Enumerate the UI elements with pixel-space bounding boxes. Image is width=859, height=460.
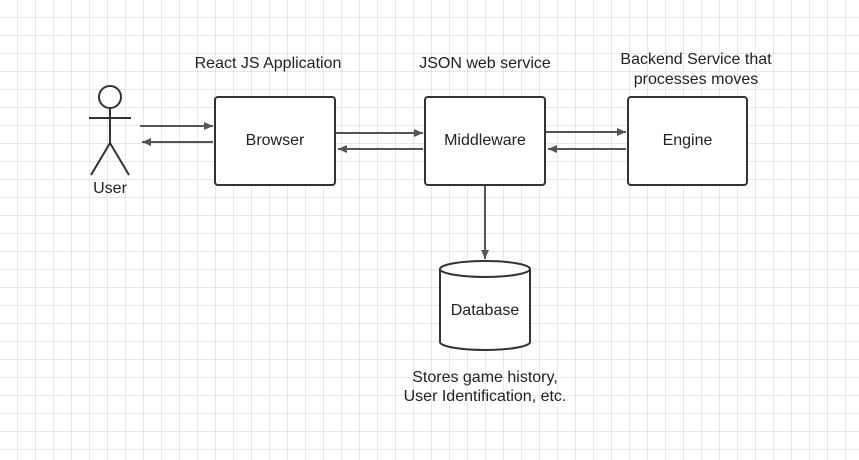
- middleware-label: Middleware: [444, 132, 526, 149]
- database-caption-line-1: Stores game history,: [412, 369, 558, 386]
- browser-node: Browser: [214, 96, 336, 186]
- database-label: Database: [450, 302, 520, 319]
- user-label: User: [93, 180, 127, 197]
- database-caption-line-2: User Identification, etc.: [403, 388, 567, 405]
- engine-label: Engine: [662, 132, 713, 149]
- browser-label: Browser: [245, 132, 305, 149]
- engine-caption-line-2: processes moves: [633, 71, 759, 88]
- engine-node: Engine: [627, 96, 748, 186]
- engine-caption-line-1: Backend Service that: [620, 51, 772, 68]
- middleware-caption: JSON web service: [419, 55, 551, 72]
- database-cylinder-icon: [439, 260, 531, 351]
- user-actor-icon: [89, 85, 131, 176]
- middleware-node: Middleware: [424, 96, 546, 186]
- browser-caption: React JS Application: [194, 55, 342, 72]
